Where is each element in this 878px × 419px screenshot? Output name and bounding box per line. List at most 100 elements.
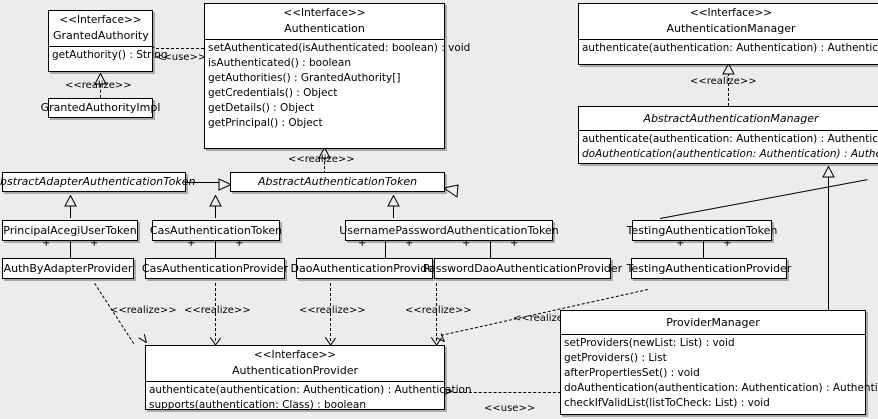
label-realize-authbyadapter: <<realize>>	[110, 305, 177, 316]
class-authentication-member-4: getDetails() : Object	[208, 102, 315, 114]
arrowhead-generalization-abstracttoken-cas	[209, 192, 222, 211]
arrowhead-realize-grantedauthority	[94, 70, 107, 89]
class-authentication-provider-member-0: authenticate(authentication: Authenticat…	[149, 384, 472, 396]
class-principal-acegi-user-token[interactable]: PrincipalAcegiUserToken	[2, 220, 138, 241]
assoc-marker-pwdao-left: +	[462, 238, 471, 249]
class-authentication-provider-name: AuthenticationProvider	[231, 364, 359, 377]
class-cas-authentication-token[interactable]: CasAuthenticationToken	[149, 220, 283, 241]
class-auth-by-adapter-provider[interactable]: AuthByAdapterProvider	[2, 258, 134, 279]
class-authentication-member-3: getCredentials() : Object	[208, 87, 338, 99]
connector-assoc-castoken-casprovider	[215, 241, 216, 258]
class-password-dao-authentication-provider-name: PasswordDaoAuthenticationProvider	[422, 261, 623, 275]
label-use-authentication-grantedauthority: <<use>>	[155, 52, 207, 63]
class-abstract-adapter-authentication-token[interactable]: AbstractAdapterAuthenticationToken	[0, 172, 195, 192]
label-realize-abstracttoken-authentication: <<realize>>	[288, 154, 355, 165]
class-granted-authority-impl-name: GrantedAuthorityImpl	[40, 101, 161, 114]
class-authentication-provider-member-1: supports(authentication: Class) : boolea…	[149, 399, 366, 411]
assoc-marker-testing-right: +	[723, 238, 732, 249]
assoc-marker-pwdao-right: +	[510, 238, 519, 249]
arrowhead-generalization-abstracttoken-upw	[387, 192, 400, 211]
class-abstract-authentication-manager-name: AbstractAuthenticationManager	[643, 112, 819, 125]
class-abstract-authentication-token[interactable]: AbstractAuthenticationToken	[230, 172, 445, 192]
class-authentication-provider[interactable]: <<Interface>> AuthenticationProvider aut…	[145, 345, 472, 411]
class-testing-authentication-provider[interactable]: TestingAuthenticationProvider	[627, 258, 791, 279]
connector-assoc-principaltoken-authbyadapter	[70, 241, 71, 258]
class-username-password-authentication-token-name: UsernamePasswordAuthenticationToken	[339, 223, 559, 237]
label-realize-providermanager: <<realize>>	[513, 313, 580, 324]
assoc-marker-principal-left: +	[42, 238, 51, 249]
connector-assoc-upwtoken-passworddaoprovider	[490, 241, 491, 258]
class-granted-authority-member-0: getAuthority() : String	[52, 49, 168, 61]
arrowhead-generalization-adaptertoken	[64, 192, 77, 211]
connector-realize-grantedauthorityimpl	[100, 74, 101, 98]
class-provider-manager[interactable]: ProviderManager setProviders(newList: Li…	[560, 310, 878, 415]
class-password-dao-authentication-provider[interactable]: PasswordDaoAuthenticationProvider	[423, 258, 622, 279]
class-abstract-adapter-authentication-token-name: AbstractAdapterAuthenticationToken	[0, 175, 196, 188]
class-principal-acegi-user-token-name: PrincipalAcegiUserToken	[3, 223, 137, 237]
class-authentication-member-5: getPrincipal() : Object	[208, 117, 323, 129]
assoc-marker-dao-left: +	[358, 238, 367, 249]
class-authentication-manager-member-0: authenticate(authentication: Authenticat…	[582, 42, 878, 54]
class-authentication-manager[interactable]: <<Interface>> AuthenticationManager auth…	[578, 3, 878, 65]
class-testing-authentication-token[interactable]: TestingAuthenticationToken	[627, 220, 777, 241]
connector-assoc-testingtoken-testingprovider	[703, 241, 704, 258]
label-realize-grantedauthorityimpl: <<realize>>	[65, 80, 132, 91]
connector-use-authentication-grantedauthority	[156, 48, 204, 49]
connector-generalization-testingtoken	[660, 179, 868, 219]
class-authentication-manager-name: AuthenticationManager	[666, 22, 796, 35]
class-abstract-authentication-token-name: AbstractAuthenticationToken	[257, 175, 418, 188]
assoc-marker-testing-left: +	[676, 238, 685, 249]
label-realize-abstractmanager-manager: <<realize>>	[690, 76, 757, 87]
connector-generalization-castoken	[215, 200, 216, 218]
assoc-marker-cas-left: +	[187, 238, 196, 249]
class-provider-manager-member-2: afterPropertiesSet() : void	[564, 367, 700, 379]
arrowhead-realize-authentication	[318, 144, 331, 163]
arrowhead-generalization-abstractmanager	[822, 163, 835, 182]
class-provider-manager-member-0: setProviders(newList: List) : void	[564, 337, 735, 349]
class-testing-authentication-token-name: TestingAuthenticationToken	[626, 223, 778, 237]
connector-generalization-usernamepasswordtoken	[393, 200, 394, 218]
class-dao-authentication-provider-name: DaoAuthenticationProvider	[290, 261, 439, 275]
connector-realize-passworddao	[436, 283, 437, 341]
arrowhead-generalization-abstracttoken-left	[218, 176, 233, 195]
connector-realize-abstracttoken-authentication	[324, 152, 325, 174]
class-username-password-authentication-token[interactable]: UsernamePasswordAuthenticationToken	[339, 220, 559, 241]
class-provider-manager-member-1: getProviders() : List	[564, 352, 667, 364]
connector-generalization-providermanager-abstractmanager	[828, 173, 829, 310]
class-abstract-authentication-manager[interactable]: AbstractAuthenticationManager authentica…	[578, 106, 878, 164]
class-authentication-manager-stereotype: <<Interface>>	[689, 7, 773, 19]
class-abstract-authentication-manager-member-1: doAuthentication(authentication: Authent…	[582, 148, 878, 160]
class-granted-authority-stereotype: <<Interface>>	[59, 14, 142, 26]
class-provider-manager-member-4: checkIfValidList(listToCheck: List) : vo…	[564, 397, 770, 409]
arrowhead-generalization-abstracttoken-testing	[442, 183, 459, 202]
class-cas-authentication-provider[interactable]: CasAuthenticationProvider	[141, 258, 289, 279]
connector-use-providermanager-authprovider	[454, 392, 640, 393]
class-granted-authority[interactable]: <<Interface>> GrantedAuthority getAuthor…	[48, 10, 168, 72]
class-granted-authority-impl[interactable]: GrantedAuthorityImpl	[41, 98, 160, 118]
class-cas-authentication-provider-name: CasAuthenticationProvider	[141, 261, 289, 275]
connector-generalization-adaptertoken-abstracttoken	[186, 182, 220, 183]
class-dao-authentication-provider[interactable]: DaoAuthenticationProvider	[291, 258, 439, 279]
arrowhead-realize-authenticationmanager	[722, 60, 735, 79]
connector-realize-abstractmanager-manager	[728, 68, 729, 106]
connector-realize-dao	[330, 283, 331, 341]
assoc-marker-principal-right: +	[90, 238, 99, 249]
class-granted-authority-name: GrantedAuthority	[53, 29, 149, 42]
connector-generalization-principaltoken	[70, 200, 71, 218]
connector-realize-cas	[215, 283, 216, 341]
label-realize-dao: <<realize>>	[299, 305, 366, 316]
class-authentication[interactable]: <<Interface>> Authentication setAuthenti…	[204, 3, 470, 149]
assoc-marker-dao-right: +	[405, 238, 414, 249]
assoc-marker-cas-right: +	[235, 238, 244, 249]
class-authentication-member-1: isAuthenticated() : boolean	[208, 57, 351, 69]
connector-assoc-upwtoken-daoprovider	[385, 241, 386, 258]
label-realize-passworddao: <<realize>>	[405, 305, 472, 316]
class-authentication-member-2: getAuthorities() : GrantedAuthority[]	[208, 72, 401, 84]
class-cas-authentication-token-name: CasAuthenticationToken	[149, 223, 283, 237]
label-use-providermanager-authprovider: <<use>>	[484, 403, 536, 414]
class-authentication-name: Authentication	[284, 22, 365, 35]
class-authentication-stereotype: <<Interface>>	[283, 7, 366, 19]
class-provider-manager-name: ProviderManager	[666, 316, 760, 329]
class-authentication-provider-stereotype: <<Interface>>	[253, 349, 337, 361]
